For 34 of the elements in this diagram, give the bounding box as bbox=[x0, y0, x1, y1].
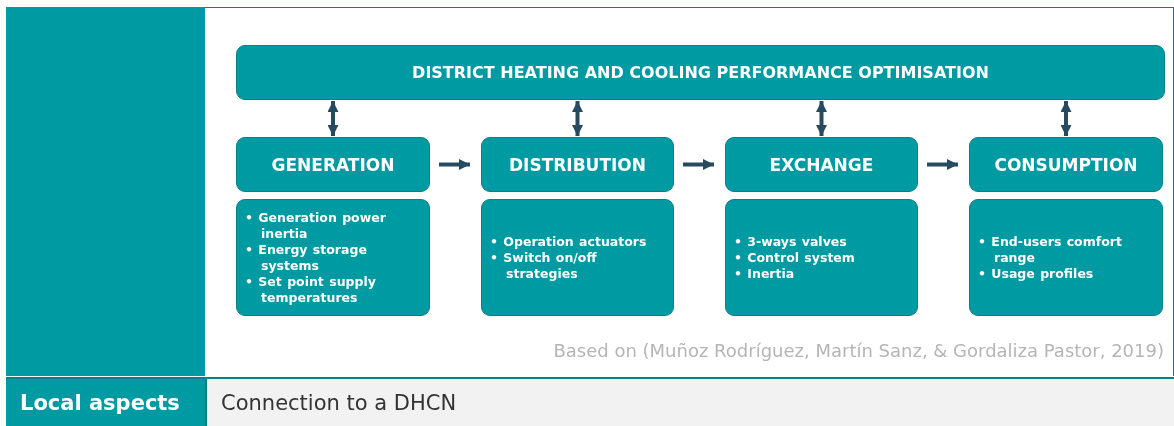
header-cell: Local aspects bbox=[6, 377, 205, 426]
bullet-item: • Usage profiles bbox=[978, 265, 1095, 282]
box-title: CONSUMPTION bbox=[994, 154, 1138, 175]
bullet-item: • Generation power inertia bbox=[245, 209, 387, 242]
arrow bbox=[439, 159, 470, 170]
bullet-item: • Control system bbox=[734, 249, 855, 266]
process-box bbox=[969, 137, 1163, 192]
process-box bbox=[481, 137, 674, 192]
arrow bbox=[683, 159, 714, 170]
bullet-list-box bbox=[969, 199, 1163, 316]
process-box bbox=[236, 137, 430, 192]
source-caption: Based on (Muñoz Rodríguez, Martín Sanz, & Gordaliza Pastor, 2019) bbox=[553, 340, 1164, 361]
arrow bbox=[927, 159, 958, 170]
bullet-list-box bbox=[725, 199, 918, 316]
table-cell: Connection to a DHCN bbox=[205, 377, 1174, 426]
box-title: EXCHANGE bbox=[769, 154, 874, 175]
bullet-item: • Switch on/off strategies bbox=[490, 249, 598, 282]
bullet-item: • Operation actuators bbox=[490, 233, 648, 250]
box-title: DISTRICT HEATING AND COOLING PERFORMANCE OPTIMISATION bbox=[412, 63, 989, 82]
bullet-item: • 3-ways valves bbox=[734, 233, 848, 250]
bullet-item: • Set point supply temperatures bbox=[245, 273, 377, 306]
process-box bbox=[725, 137, 918, 192]
double-arrow bbox=[816, 101, 827, 136]
double-arrow bbox=[327, 101, 339, 136]
bullet-list-box bbox=[236, 199, 430, 316]
process-box bbox=[236, 45, 1165, 100]
bullet-item: • Energy storage systems bbox=[245, 241, 368, 274]
double-arrow bbox=[572, 101, 583, 136]
box-title: GENERATION bbox=[271, 154, 395, 175]
bullet-list-box bbox=[481, 199, 674, 316]
bullet-item: • Inertia bbox=[734, 265, 796, 282]
bullet-item: • End-users comfort range bbox=[978, 233, 1123, 266]
double-arrow bbox=[1060, 101, 1072, 136]
box-title: DISTRIBUTION bbox=[508, 154, 647, 175]
